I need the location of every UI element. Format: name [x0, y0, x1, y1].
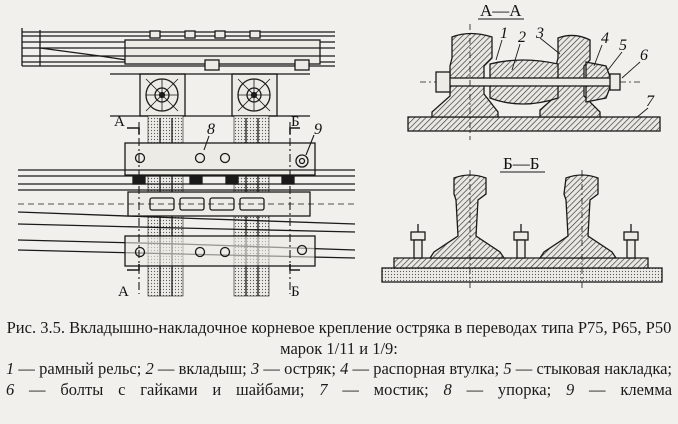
bb-bolts [410, 224, 639, 259]
legend-item-4: 4 — распорная втулка; [340, 359, 499, 378]
part-2-label: 2 [518, 29, 526, 46]
legend-item-number: 4 [340, 359, 349, 378]
section-bb-title: Б—Б [503, 154, 540, 173]
caption-title: Рис. 3.5. Вкладышно-накладочное корневое… [6, 318, 672, 358]
cut-b-top-label: Б [291, 114, 300, 130]
part-1-label: 1 [500, 25, 508, 42]
figure-caption: Рис. 3.5. Вкладышно-накладочное корневое… [6, 318, 672, 400]
part-9-label: 9 [314, 121, 322, 138]
section-aa-title: А—А [480, 1, 522, 20]
legend-item-number: 2 [145, 359, 154, 378]
legend-item-text: — мостик; [327, 379, 429, 399]
legend-item-text: — вкладыш; [153, 359, 247, 378]
legend-item-2: 2 — вкладыш; [146, 359, 247, 378]
legend-item-number: 7 [319, 379, 328, 399]
technical-drawing: А А Б Б 8 9 А—А 1 2 3 4 5 6 7 [17, 1, 663, 300]
legend-item-text: — клемма [574, 379, 673, 399]
legend-item-5: 5 — стыковая накладка; [503, 359, 672, 378]
part-7-label: 7 [646, 93, 655, 110]
cut-a-bottom-label: А [118, 284, 129, 300]
legend-item-9: 9 — клемма [566, 380, 672, 399]
part-6-label: 6 [640, 47, 648, 64]
legend-item-text: — распорная втулка; [348, 359, 500, 378]
plan-switch-rail [17, 211, 356, 267]
legend-item-number: 1 [6, 359, 15, 378]
section-aa [407, 24, 661, 140]
part-5-label: 5 [619, 37, 627, 54]
plan-joint-bar [18, 191, 355, 217]
plan-top-rails [21, 28, 335, 71]
cut-a-top-label: А [114, 114, 125, 130]
legend-item-3: 3 — остряк; [251, 359, 336, 378]
plan-cut-lines [127, 122, 315, 294]
legend-item-8: 8 — упорка; [444, 380, 552, 399]
plan-view [17, 28, 356, 297]
legend-item-6: 6 — болты с гайками и шайбами; [6, 380, 304, 399]
plan-frame-rail [18, 142, 355, 191]
legend-item-number: 9 [565, 379, 575, 399]
cut-b-bottom-label: Б [291, 284, 300, 300]
part-4-label: 4 [601, 30, 609, 47]
legend-item-1: 1 — рамный рельс; [6, 359, 141, 378]
legend-item-number: 6 [6, 379, 15, 399]
legend-item-text: — остряк; [259, 359, 336, 378]
plan-sleeper-fasteners [110, 73, 310, 117]
legend-item-7: 7 — мостик; [319, 380, 428, 399]
legend-item-text: — упорка; [451, 379, 552, 399]
legend-item-number: 8 [443, 379, 452, 399]
part-3-label: 3 [535, 25, 544, 42]
section-bb [381, 170, 663, 290]
part-8-label: 8 [207, 121, 215, 138]
legend-item-text: — рамный рельс; [14, 359, 142, 378]
caption-legend: 1 — рамный рельс; 2 — вкладыш; 3 — остря… [6, 359, 672, 400]
legend-item-text: — болты с гайками и шайбами; [14, 379, 305, 399]
legend-item-number: 5 [503, 359, 512, 378]
legend-item-text: — стыковая накладка; [511, 359, 673, 378]
legend-item-number: 3 [250, 359, 260, 378]
